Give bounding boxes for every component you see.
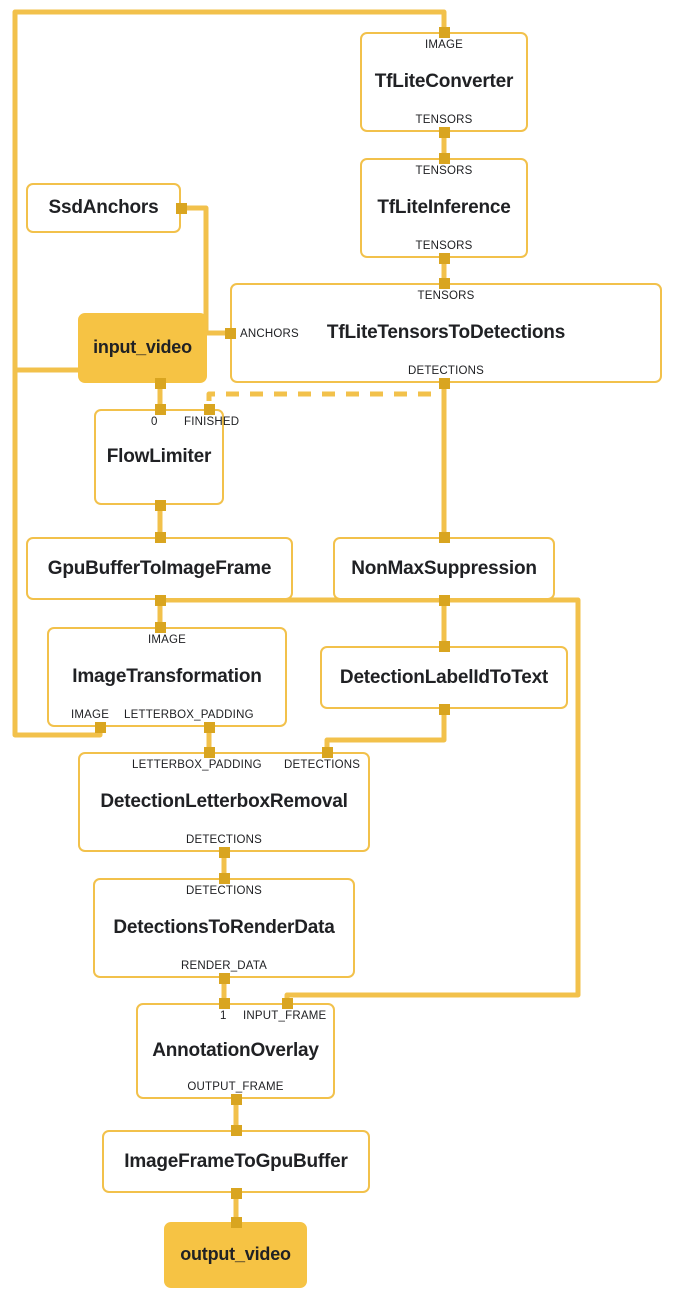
port-out-tflite_inference-0: TENSORS bbox=[415, 240, 473, 252]
port-in-flow_limiter-1: FINISHED bbox=[184, 416, 240, 428]
port-dot-image-transformation-image-out[interactable] bbox=[94, 721, 106, 733]
port-dot-ssd-anchors-out[interactable] bbox=[175, 202, 187, 214]
node-title-tflite_tensors_to_detections: TfLiteTensorsToDetections bbox=[326, 322, 566, 343]
node-detections_to_render_data[interactable]: DetectionsToRenderData DETECTIONS RENDER_D… bbox=[93, 878, 355, 978]
node-detection_label_id_to_text[interactable]: DetectionLabelIdToText bbox=[320, 646, 568, 709]
port-in-tflite_tensors_to_detections-0: TENSORS bbox=[417, 290, 475, 302]
node-title-detection_letterbox_removal: DetectionLetterboxRemoval bbox=[100, 791, 348, 812]
node-title-flow_limiter: FlowLimiter bbox=[106, 446, 212, 467]
port-dot-tflite-inference-tensors-in[interactable] bbox=[438, 152, 450, 164]
port-dot-dtrd-detections-in[interactable] bbox=[218, 872, 230, 884]
node-title-ssd_anchors: SsdAnchors bbox=[48, 197, 159, 218]
port-dot-nms-out[interactable] bbox=[438, 594, 450, 606]
port-dot-ttd-anchors-in[interactable] bbox=[224, 327, 236, 339]
node-annotation_overlay[interactable]: AnnotationOverlay 1 INPUT_FRAME OUTPUT_FRAM… bbox=[136, 1003, 335, 1099]
node-flow_limiter[interactable]: FlowLimiter 0 FINISHED bbox=[94, 409, 239, 505]
ssd-anchors-to-tensors-to-detections bbox=[181, 205, 230, 336]
port-dot-tflite-converter-tensors-out[interactable] bbox=[438, 126, 450, 138]
node-input_video[interactable]: input_video bbox=[78, 313, 207, 383]
port-in-annotation_overlay-0: 1 bbox=[220, 1010, 227, 1022]
port-dot-iftgb-out[interactable] bbox=[230, 1187, 242, 1199]
port-out-detections_to_render_data-0: RENDER_DATA bbox=[180, 960, 268, 972]
node-title-non_max_suppression: NonMaxSuppression bbox=[351, 557, 537, 579]
node-title-output_video: output_video bbox=[180, 1244, 291, 1264]
node-title-detection_label_id_to_text: DetectionLabelIdToText bbox=[339, 666, 549, 688]
port-in-detections_to_render_data-0: DETECTIONS bbox=[185, 885, 263, 897]
port-dot-input-video-out[interactable] bbox=[154, 377, 166, 389]
port-dot-annotation-overlay-1-in[interactable] bbox=[218, 997, 230, 1009]
port-out-image_transformation-0: IMAGE bbox=[71, 709, 110, 721]
node-title-annotation_overlay: AnnotationOverlay bbox=[152, 1040, 319, 1061]
node-tflite_tensors_to_detections[interactable]: TfLiteTensorsToDetections TENSORS ANCHORS D… bbox=[230, 283, 662, 383]
node-image_frame_to_gpu_buffer[interactable]: ImageFrameToGpuBuffer bbox=[102, 1130, 370, 1193]
port-out-annotation_overlay-0: OUTPUT_FRAME bbox=[187, 1081, 284, 1093]
port-dot-tflite-converter-image-in[interactable] bbox=[438, 26, 450, 38]
port-dot-dlr-detections-in[interactable] bbox=[321, 746, 333, 758]
port-out-tflite_converter-0: TENSORS bbox=[415, 114, 473, 126]
port-dot-dlidt-out[interactable] bbox=[438, 703, 450, 715]
port-in-annotation_overlay-1: INPUT_FRAME bbox=[243, 1010, 327, 1022]
node-gpu_buffer_to_image_frame[interactable]: GpuBufferToImageFrame bbox=[26, 537, 293, 600]
port-dot-image-transformation-letterbox-out[interactable] bbox=[203, 721, 215, 733]
port-dot-flow-limiter-out[interactable] bbox=[154, 499, 166, 511]
node-tflite_converter[interactable]: TfLiteConverter IMAGE TENSORS bbox=[360, 32, 528, 132]
port-in-detection_letterbox_removal-1: DETECTIONS bbox=[284, 759, 361, 771]
port-dot-ttd-detections-out[interactable] bbox=[438, 377, 450, 389]
port-out-detection_letterbox_removal-0: DETECTIONS bbox=[185, 834, 263, 846]
detections-to-flowlimiter-finished bbox=[206, 383, 447, 409]
node-title-tflite_converter: TfLiteConverter bbox=[374, 71, 514, 92]
node-title-image_frame_to_gpu_buffer: ImageFrameToGpuBuffer bbox=[124, 1150, 348, 1172]
port-out-tflite_tensors_to_detections-0: DETECTIONS bbox=[407, 365, 485, 377]
node-detection_letterbox_removal[interactable]: DetectionLetterboxRemoval LETTERBOX_PADDI… bbox=[78, 752, 370, 852]
port-in-tflite_tensors_to_detections-1: ANCHORS bbox=[240, 328, 299, 340]
node-ssd_anchors[interactable]: SsdAnchors bbox=[26, 183, 181, 233]
port-dot-image-transformation-image-in[interactable] bbox=[154, 621, 166, 633]
node-non_max_suppression[interactable]: NonMaxSuppression bbox=[333, 537, 555, 600]
port-out-image_transformation-1: LETTERBOX_PADDING bbox=[124, 709, 254, 721]
port-dot-dtrd-render-data-out[interactable] bbox=[218, 972, 230, 984]
port-dot-tflite-inference-tensors-out[interactable] bbox=[438, 252, 450, 264]
port-dot-gpubuffer-out[interactable] bbox=[154, 594, 166, 606]
port-in-flow_limiter-0: 0 bbox=[151, 416, 158, 428]
detections-label-to-letterbox-removal bbox=[324, 709, 447, 752]
port-dot-ttd-tensors-in[interactable] bbox=[438, 277, 450, 289]
port-dot-flow-limiter-0-in[interactable] bbox=[154, 403, 166, 415]
port-dot-annotation-overlay-input-frame-in[interactable] bbox=[281, 997, 293, 1009]
node-output_video[interactable]: output_video bbox=[164, 1222, 307, 1288]
port-in-tflite_inference-0: TENSORS bbox=[415, 165, 473, 177]
port-in-detection_letterbox_removal-0: LETTERBOX_PADDING bbox=[132, 759, 262, 771]
port-dot-gpubuffer-in[interactable] bbox=[154, 531, 166, 543]
node-title-detections_to_render_data: DetectionsToRenderData bbox=[113, 917, 335, 938]
node-title-tflite_inference: TfLiteInference bbox=[377, 197, 511, 218]
port-dot-annotation-overlay-output-out[interactable] bbox=[230, 1093, 242, 1105]
port-dot-output-video-in[interactable] bbox=[230, 1216, 242, 1228]
node-title-gpu_buffer_to_image_frame: GpuBufferToImageFrame bbox=[47, 557, 272, 579]
port-dot-iftgb-in[interactable] bbox=[230, 1124, 242, 1136]
port-dot-nms-in[interactable] bbox=[438, 531, 450, 543]
port-dot-dlidt-in[interactable] bbox=[438, 640, 450, 652]
node-title-image_transformation: ImageTransformation bbox=[72, 666, 262, 687]
port-in-tflite_converter-0: IMAGE bbox=[424, 39, 464, 51]
port-in-image_transformation-0: IMAGE bbox=[147, 634, 187, 646]
port-dot-flow-limiter-finished-in[interactable] bbox=[203, 403, 215, 415]
port-dot-dlr-detections-out[interactable] bbox=[218, 846, 230, 858]
node-title-input_video: input_video bbox=[93, 337, 192, 357]
port-dot-dlr-letterbox-in[interactable] bbox=[203, 746, 215, 758]
